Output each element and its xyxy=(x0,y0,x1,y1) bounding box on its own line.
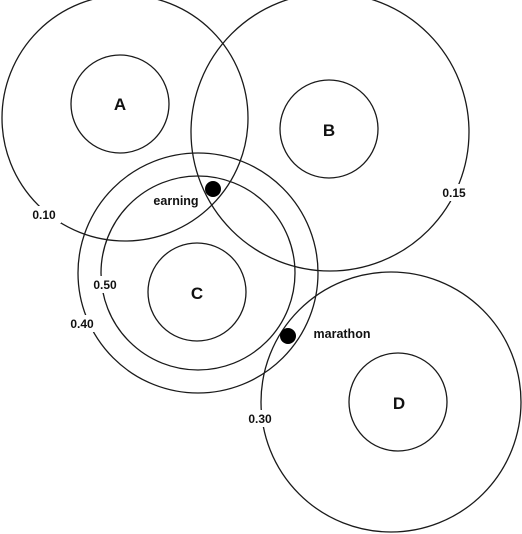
node-label-a: A xyxy=(114,95,126,114)
radius-label-b: 0.15 xyxy=(442,186,466,200)
outer-ring-b xyxy=(190,0,470,272)
radius-label-bg-d xyxy=(243,410,277,427)
point-label-earning: earning xyxy=(153,194,198,208)
inner-core-d xyxy=(348,352,448,452)
radius-label-bg-c-050 xyxy=(88,276,122,293)
point-label-marathon: marathon xyxy=(314,327,371,341)
outer-ring-c-050 xyxy=(100,175,296,371)
inner-core-c xyxy=(147,242,247,342)
outer-ring-d xyxy=(260,271,522,533)
radius-label-bg-a xyxy=(27,206,61,223)
outer-ring-c-040 xyxy=(77,152,319,394)
point-marker-earning xyxy=(205,181,221,197)
radius-label-d: 0.30 xyxy=(248,412,272,426)
point-marker-marathon xyxy=(280,328,296,344)
node-label-d: D xyxy=(393,394,405,413)
inner-core-a xyxy=(70,54,170,154)
outer-ring-a xyxy=(1,0,249,242)
node-label-c: C xyxy=(191,284,203,303)
radius-label-bg-b xyxy=(437,184,471,201)
radius-label-bg-c-040 xyxy=(65,315,99,332)
radius-label-a: 0.10 xyxy=(32,208,56,222)
radius-label-c-040: 0.40 xyxy=(70,317,94,331)
node-label-b: B xyxy=(323,121,335,140)
radius-label-c-050: 0.50 xyxy=(93,278,117,292)
inner-core-b xyxy=(279,79,379,179)
